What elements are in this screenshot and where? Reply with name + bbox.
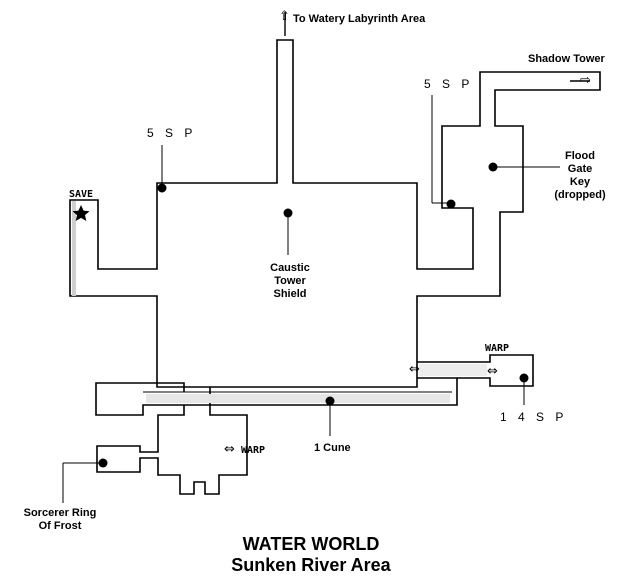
sorcerer-ring-dot (98, 458, 108, 468)
caustic-line-2: Tower (274, 275, 306, 287)
lower-room-wall (96, 387, 248, 495)
flood-gate-key-label: Flood Gate Key (dropped) (540, 150, 620, 202)
save-label: SAVE (69, 189, 94, 200)
double-arrow-icon: ⇔ (409, 362, 420, 377)
caustic-line-1: Caustic (270, 262, 310, 274)
lower-corridor-wall (95, 377, 458, 416)
sp-top-right-label: 5 S P (424, 77, 474, 91)
north-arrow-icon: ⇧ (279, 9, 290, 24)
sp-top-right-dot (446, 199, 456, 209)
double-arrow-icon: ⇔ (487, 364, 498, 379)
main-chamber-wall (69, 39, 601, 388)
flood-gate-key-dot (488, 162, 498, 172)
warp-corridor-wall (417, 354, 534, 387)
sp-left-dot (157, 183, 167, 193)
east-arrow-icon: ⇨ (580, 73, 591, 88)
cune-dot (325, 396, 335, 406)
flood-gate-key-line-2: Gate (567, 163, 593, 175)
map-title: WATER WORLD (242, 534, 380, 554)
warp-bottom-label: WARP (241, 445, 266, 456)
cune-label: 1 Cune (314, 442, 351, 454)
east-exit-label: Shadow Tower (528, 53, 605, 65)
sp-left-label: 5 S P (147, 126, 197, 140)
flood-gate-key-line-3: Key (569, 176, 591, 188)
sp-warp-dot (519, 373, 529, 383)
flood-gate-key-line-1: Flood (565, 150, 595, 162)
star-icon (72, 205, 90, 221)
sp-warp-label: 1 4 S P (500, 410, 568, 424)
flood-gate-key-line-4: (dropped) (554, 189, 606, 201)
map-subtitle: Sunken River Area (231, 555, 391, 575)
warp-right-label: WARP (485, 343, 510, 354)
caustic-line-3: Shield (273, 288, 307, 300)
double-arrow-icon: ⇔ (224, 442, 235, 457)
north-exit-label: To Watery Labyrinth Area (293, 13, 426, 25)
sorcerer-line-2: Of Frost (38, 520, 82, 532)
caustic-tower-shield-label: Caustic Tower Shield (250, 262, 330, 301)
sorcerer-ring-label: Sorcerer Ring Of Frost (10, 507, 110, 533)
sorcerer-line-1: Sorcerer Ring (23, 507, 97, 519)
caustic-tower-shield-dot (283, 208, 293, 218)
